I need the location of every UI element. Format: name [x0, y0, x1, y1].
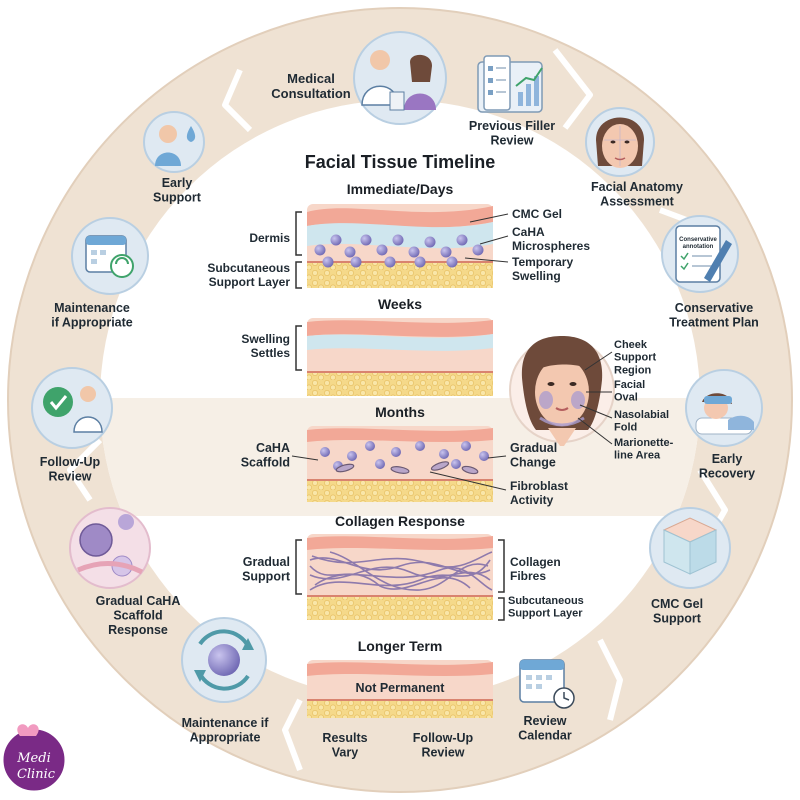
caha-microsphere: [351, 257, 362, 268]
caha-microsphere: [447, 257, 458, 268]
logo-line1: Medi: [16, 751, 50, 766]
tissue-panel-weeks: [307, 318, 493, 396]
tissue-panel-immediate: [307, 204, 493, 288]
caha-microsphere: [375, 459, 385, 469]
tissue-panel-months: [307, 426, 493, 502]
caha-microsphere: [409, 247, 420, 258]
stage-title-longer: Longer Term: [358, 638, 443, 654]
clipboard-chart-icon: [478, 56, 542, 112]
resting-patient-icon: [686, 370, 762, 446]
caha-microsphere: [320, 447, 330, 457]
caha-microsphere: [323, 257, 334, 268]
caha-microsphere: [451, 459, 461, 469]
caha-microsphere: [461, 441, 471, 451]
caha-microsphere: [393, 235, 404, 246]
label-dermis: Dermis: [249, 231, 290, 245]
caha-microsphere: [315, 245, 326, 256]
label-cmc-gel: CMC Gel: [512, 207, 562, 221]
person-droplet-icon: [144, 112, 204, 172]
caha-microsphere: [479, 451, 489, 461]
face-assessment-icon: [586, 108, 654, 176]
scaffold-cells-icon: [70, 508, 150, 588]
caha-microsphere: [425, 237, 436, 248]
caha-microsphere: [415, 441, 425, 451]
label-not-permanent: Not Permanent: [356, 681, 446, 695]
caha-microsphere: [441, 247, 452, 258]
caha-microsphere: [473, 245, 484, 256]
caha-microsphere: [457, 235, 468, 246]
mediclinic-logo: Medi Clinic: [2, 724, 66, 792]
cycle-sphere-icon: [182, 618, 266, 702]
stage-title-immediate: Immediate/Days: [347, 181, 454, 197]
tissue-panel-collagen: [307, 534, 493, 620]
doctor-consultation-icon: [354, 32, 446, 124]
caha-microsphere: [377, 245, 388, 256]
logo-line2: Clinic: [17, 767, 56, 782]
caha-microsphere: [331, 235, 342, 246]
gel-cube-icon: [650, 508, 730, 588]
caha-microsphere: [361, 235, 372, 246]
caha-microsphere: [439, 449, 449, 459]
caha-microsphere: [385, 257, 396, 268]
stage-title-weeks: Weeks: [378, 296, 422, 312]
caha-microsphere: [365, 441, 375, 451]
timeline-title: Facial Tissue Timeline: [305, 152, 495, 172]
doctor-check-icon: [32, 368, 112, 448]
caha-microsphere: [345, 247, 356, 258]
caha-microsphere: [391, 447, 401, 457]
stage-title-collagen: Collagen Response: [335, 513, 465, 529]
caha-microsphere: [415, 257, 426, 268]
caha-microsphere: [347, 451, 357, 461]
stage-title-months: Months: [375, 404, 425, 420]
calendar-refresh-icon: [72, 218, 148, 294]
